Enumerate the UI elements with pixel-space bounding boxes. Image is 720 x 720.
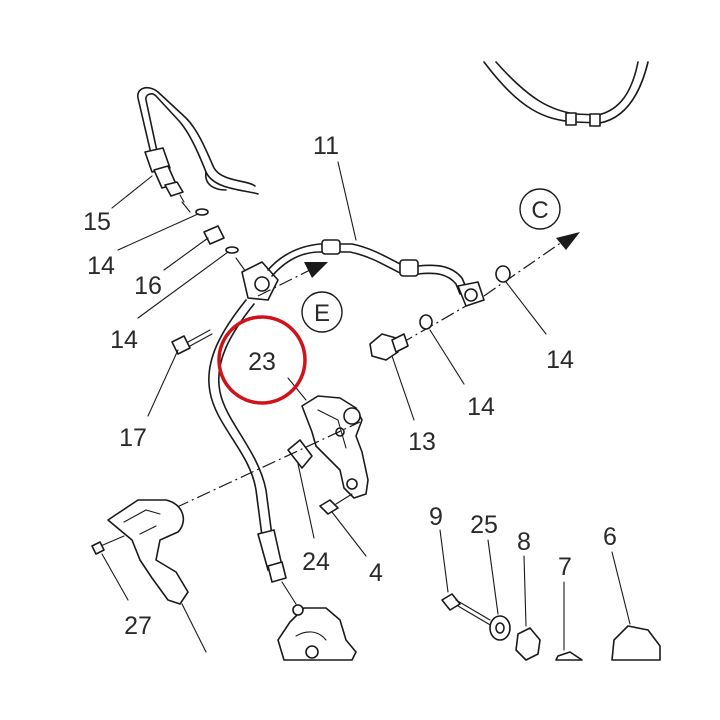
arrow-e-icon <box>304 262 328 278</box>
callout-24: 24 <box>302 548 330 576</box>
leader-lines <box>101 161 631 651</box>
callout-11: 11 <box>313 132 339 160</box>
callout-7: 7 <box>558 553 572 581</box>
callout-4: 4 <box>369 559 383 587</box>
callout-27: 27 <box>124 612 152 640</box>
callout-15: 15 <box>83 208 111 236</box>
callout-17: 17 <box>119 424 147 452</box>
ref-label-e: E <box>314 300 330 327</box>
sensor-hose <box>137 86 259 213</box>
bracket-23 <box>287 395 369 515</box>
callout-6: 6 <box>603 523 617 551</box>
arrow-c-icon <box>556 232 580 250</box>
axis-line-e <box>257 262 328 297</box>
brake-line <box>241 239 485 307</box>
ref-circle-e <box>301 291 343 333</box>
screw-17 <box>171 329 213 355</box>
axis-line-c <box>483 232 580 297</box>
callout-23: 23 <box>248 348 276 376</box>
banjo-bolt <box>369 305 467 361</box>
callout-14: 14 <box>467 393 495 421</box>
upper-hose <box>483 61 649 127</box>
callout-14: 14 <box>110 326 138 354</box>
highlight-circle <box>217 315 307 405</box>
callout-25: 25 <box>470 511 498 539</box>
lower-right-hardware <box>441 593 661 661</box>
caliper-hose <box>208 299 297 605</box>
caliper <box>277 604 357 661</box>
clamp-27 <box>91 499 207 653</box>
ref-circle-c <box>519 188 561 230</box>
fitting-stack <box>195 208 247 273</box>
callout-14: 14 <box>546 346 574 374</box>
callout-16: 16 <box>134 272 162 300</box>
axis-line-27 <box>131 421 361 529</box>
ref-label-c: C <box>531 197 548 224</box>
callout-14: 14 <box>87 252 115 280</box>
callout-8: 8 <box>517 528 531 556</box>
callout-13: 13 <box>408 428 436 456</box>
callout-9: 9 <box>429 503 443 531</box>
